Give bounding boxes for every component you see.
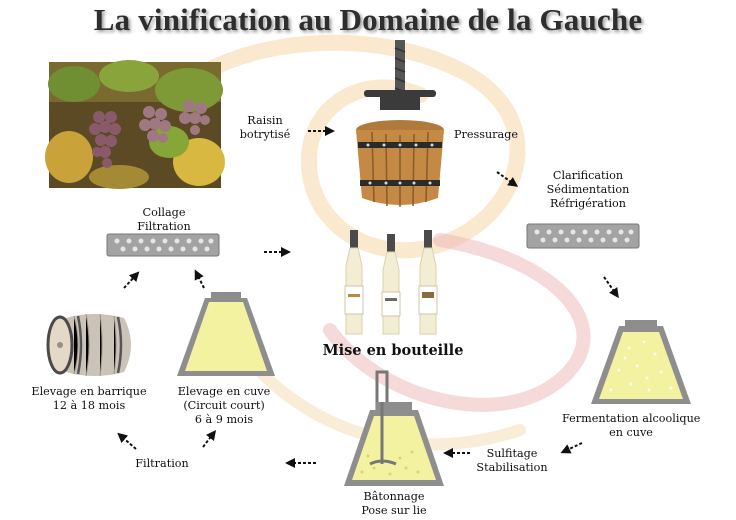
arrow-clarification-to-fermentation (603, 276, 619, 299)
arrow-filtration-to-barrique (117, 432, 137, 450)
page-title: La vinification au Domaine de la Gauche (93, 2, 643, 37)
label-filtration: Filtration (135, 457, 189, 470)
label-mise-en-bouteille: Mise en bouteille (322, 342, 464, 359)
arrow-cuve-out (202, 430, 217, 448)
tank-fermentation (591, 320, 691, 404)
label-elevage-cuve: Elevage en cuve(Circuit court)6 à 9 mois (177, 385, 271, 426)
filter-plate-left (106, 233, 220, 257)
tank-elevage-cuve (177, 292, 275, 376)
arrow-barrique-to-collage (123, 271, 140, 289)
wine-bottles (344, 230, 438, 335)
grapes-photo (45, 60, 225, 189)
arrow-cuve-to-collage (194, 269, 205, 289)
arrow-fermentation-to-sulfitage (560, 442, 583, 454)
label-pressurage: Pressurage (454, 128, 518, 141)
tank-batonnage (344, 370, 444, 486)
wine-barrel (46, 313, 131, 377)
arrow-press-to-clarification (496, 171, 519, 187)
filter-plate-right (526, 223, 640, 249)
wine-press (356, 40, 444, 207)
